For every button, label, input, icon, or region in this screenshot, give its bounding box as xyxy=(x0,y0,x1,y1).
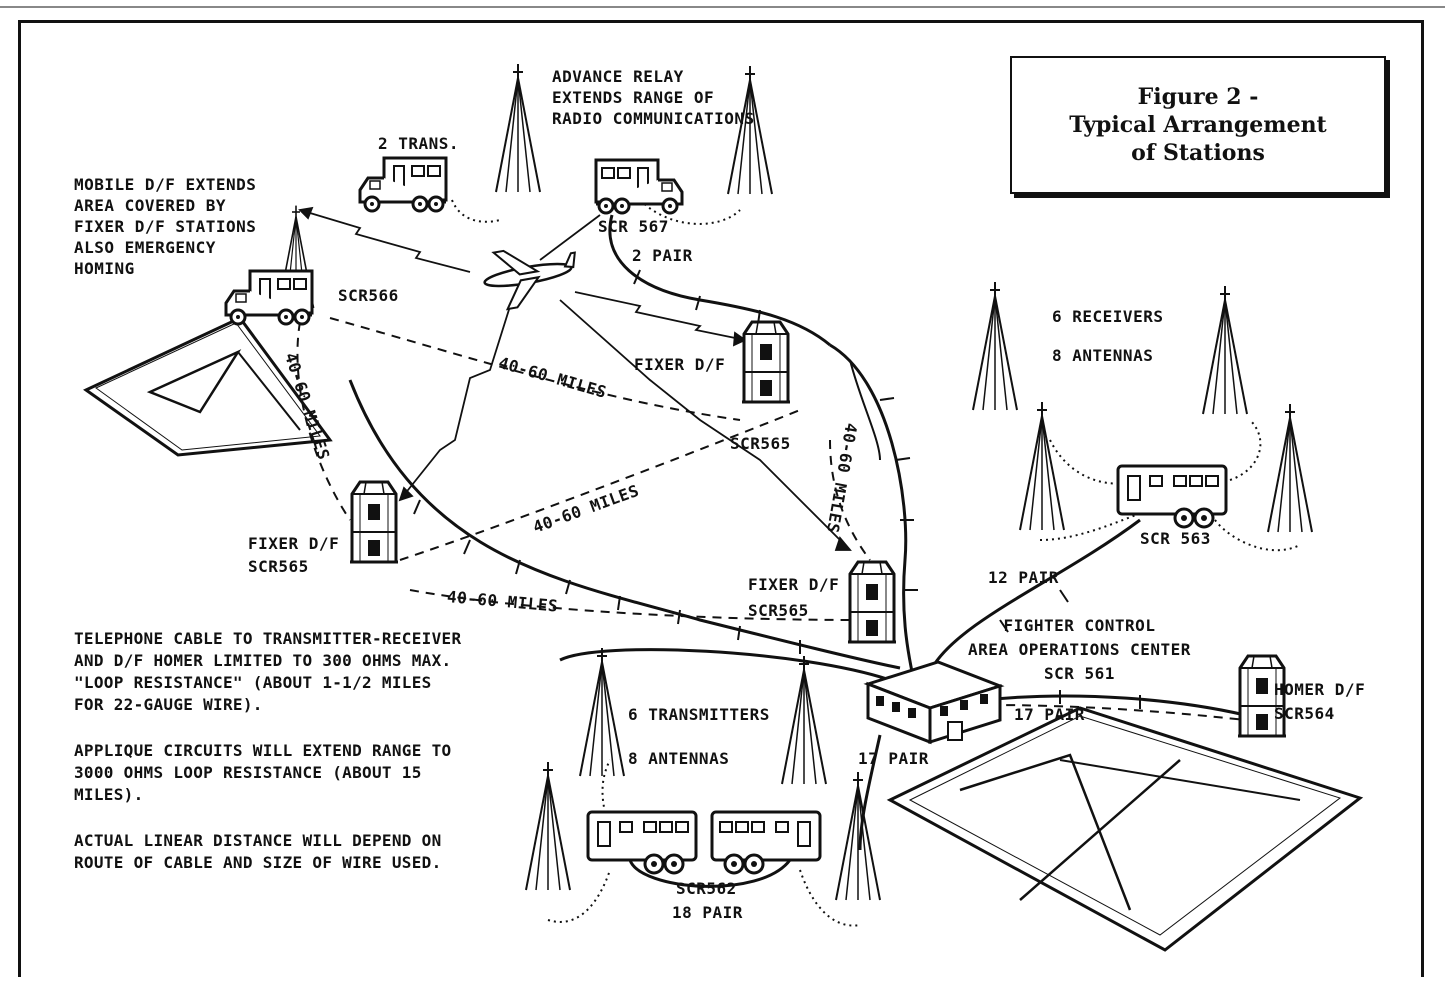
scr563-label: SCR 563 xyxy=(1140,529,1211,548)
advance-relay-label: ADVANCE RELAY EXTENDS RANGE OF RADIO COM… xyxy=(552,67,755,128)
two-pair-label: 2 PAIR xyxy=(632,246,693,265)
eighteen-pair-label: 18 PAIR xyxy=(672,903,743,922)
cable-ticks xyxy=(413,269,1141,709)
scr562-label: SCR562 xyxy=(676,879,737,898)
scr567-label: SCR 567 xyxy=(598,217,669,236)
seventeen-pair-bottom-label: 17 PAIR xyxy=(858,749,929,768)
distance-note: ACTUAL LINEAR DISTANCE WILL DEPEND ON RO… xyxy=(74,831,442,872)
scr566-label: SCR566 xyxy=(338,286,399,305)
fixer-df-mid-label: FIXER D/F SCR565 xyxy=(748,575,840,620)
fighter-control-label: FIGHTER CONTROL AREA OPERATIONS CENTER S… xyxy=(968,616,1191,683)
right-airfield xyxy=(886,706,1364,952)
twelve-pair-label: 12 PAIR xyxy=(988,568,1059,587)
six-receivers-label: 6 RECEIVERS xyxy=(1052,307,1164,326)
telephone-note: TELEPHONE CABLE TO TRANSMITTER-RECEIVER … xyxy=(74,629,462,714)
homer-df-label: HOMER D/F SCR564 xyxy=(1274,680,1366,723)
eight-antennas-bottom-label: 8 ANTENNAS xyxy=(628,749,730,768)
trans-truck xyxy=(358,156,448,213)
fixer-df-mid xyxy=(846,560,898,644)
figure-title-box: Figure 2 - Typical Arrangement of Statio… xyxy=(1010,56,1386,194)
figure-subtitle: of Stations xyxy=(1131,140,1265,166)
seventeen-pair-right-label: 17 PAIR xyxy=(1014,705,1085,724)
mobile-df-label: MOBILE D/F EXTENDS AREA COVERED BY FIXER… xyxy=(74,175,257,278)
transmitter-trailer-right xyxy=(710,810,822,875)
page-edge-line xyxy=(0,6,1445,8)
fixer-df-top xyxy=(740,320,792,404)
receiver-trailer xyxy=(1116,464,1228,529)
fixer-df-top-label: FIXER D/F xyxy=(634,355,726,374)
fixer-df-left xyxy=(348,480,400,564)
relay-truck xyxy=(594,158,684,215)
aircraft xyxy=(483,249,576,311)
figure-title: Typical Arrangement xyxy=(1069,112,1327,138)
distance-lines xyxy=(296,317,1246,721)
scr565-top-label: SCR565 xyxy=(730,434,791,453)
figure-number: Figure 2 - xyxy=(1137,84,1259,110)
six-transmitters-label: 6 TRANSMITTERS xyxy=(628,705,770,724)
operations-center-building xyxy=(863,660,1005,745)
radio-links xyxy=(298,206,852,551)
left-airfield xyxy=(83,316,333,457)
two-trans-label: 2 TRANS. xyxy=(378,134,460,153)
transmitter-trailer-left xyxy=(586,810,698,875)
applique-note: APPLIQUE CIRCUITS WILL EXTEND RANGE TO 3… xyxy=(74,741,452,804)
cables xyxy=(348,214,1246,888)
fixer-df-left-label: FIXER D/F SCR565 xyxy=(248,534,340,576)
eight-antennas-top-label: 8 ANTENNAS xyxy=(1052,346,1154,365)
